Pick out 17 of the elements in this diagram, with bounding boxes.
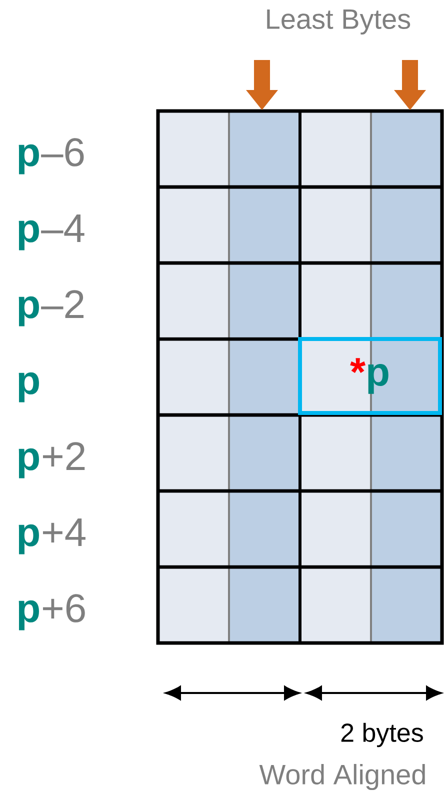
offset-label: +4 <box>43 518 86 546</box>
offset-label: –4 <box>41 214 84 242</box>
pointer-name: p <box>18 524 39 554</box>
pointer-name: p <box>18 372 39 402</box>
pointer-name: p <box>18 144 39 174</box>
offset-label: +2 <box>43 442 85 470</box>
pointer-name: p <box>18 600 39 630</box>
offset-label: +6 <box>43 594 85 622</box>
axis-title: Word Aligned <box>259 764 425 790</box>
offset-label: –2 <box>41 290 84 318</box>
highlighted-cell: *p <box>298 337 442 415</box>
pointer-name: p <box>18 220 39 250</box>
offset-label: –6 <box>41 138 84 166</box>
dimension-label: 2 bytes <box>341 722 423 748</box>
pointer-name: p <box>18 296 39 326</box>
axis-title: Least Bytes <box>267 9 410 35</box>
pointer-name: p <box>18 448 39 478</box>
